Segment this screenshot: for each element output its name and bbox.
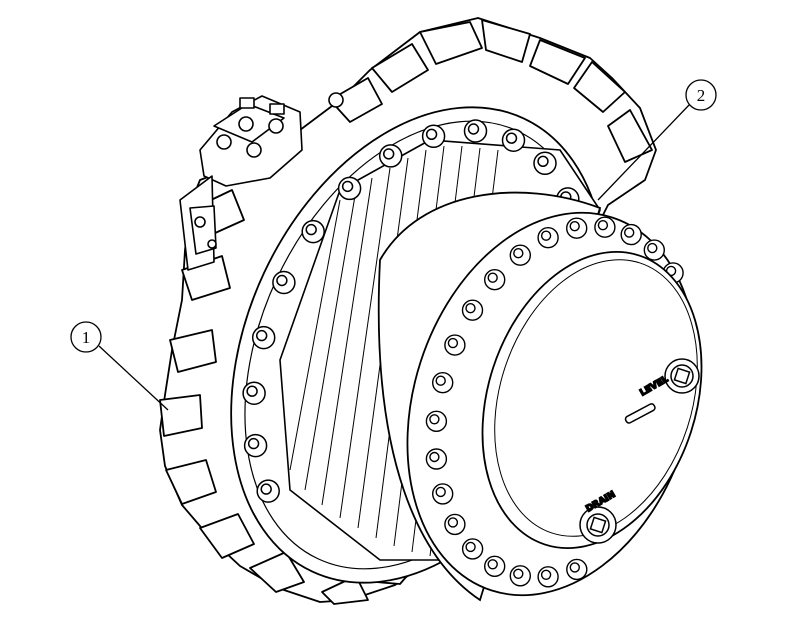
bolt-head-highlight — [277, 276, 287, 286]
bolt-head — [445, 335, 465, 355]
bolt-head — [339, 177, 361, 199]
bolt-head-highlight — [648, 244, 657, 253]
bolt-head — [485, 270, 505, 290]
bolt-head-highlight — [261, 484, 271, 494]
valve-bolt — [217, 135, 231, 149]
bolt-head-highlight — [430, 415, 439, 424]
bolt-head-highlight — [436, 376, 445, 385]
callout-number: 2 — [697, 86, 706, 105]
sprocket-tooth — [250, 552, 304, 592]
bolt-head-highlight — [247, 386, 257, 396]
valve-bolt — [329, 93, 343, 107]
bolt-head — [538, 567, 558, 587]
cover-bolts — [426, 217, 683, 587]
bolt-head-highlight — [249, 439, 259, 449]
bolt-head-highlight — [427, 129, 437, 139]
bolt-head — [485, 556, 505, 576]
bolt-head-highlight — [507, 133, 517, 143]
bolt-head-highlight — [514, 569, 523, 578]
fitting-hole — [195, 217, 205, 227]
sprocket-tooth — [330, 78, 382, 122]
bolt-head — [567, 218, 587, 238]
end-cover — [446, 223, 738, 576]
sprocket-tooth — [166, 460, 216, 504]
valve-bolt — [239, 117, 253, 131]
bolt-head-highlight — [570, 222, 579, 231]
sprocket-tooth — [160, 395, 202, 436]
leader-line — [99, 346, 168, 410]
bolt-head — [257, 480, 279, 502]
port-fitting — [240, 98, 254, 108]
sprocket-tooth — [574, 62, 625, 112]
bolt-head — [423, 125, 445, 147]
bolt-head — [445, 514, 465, 534]
callout-circle — [686, 80, 716, 110]
bolt-head-highlight — [542, 570, 551, 579]
callout-number: 1 — [82, 328, 91, 347]
bolt-head — [433, 373, 453, 393]
callout-circle — [71, 322, 101, 352]
bolt-head-highlight — [570, 563, 579, 572]
bolt-head-highlight — [514, 249, 523, 258]
bolt-head — [595, 217, 615, 237]
valve-bolt — [247, 143, 261, 157]
port-fitting — [270, 104, 284, 114]
bolt-head-highlight — [466, 542, 475, 551]
bolt-head-highlight — [306, 225, 316, 235]
bolt-head-highlight — [466, 304, 475, 313]
bolt-head-highlight — [257, 331, 267, 341]
bolt-head — [510, 245, 530, 265]
callout-2: 2 — [598, 80, 716, 200]
sprocket-tooth — [372, 44, 428, 92]
sprocket-tooth — [420, 22, 482, 64]
bolt-head-highlight — [436, 487, 445, 496]
motor-valve-block — [180, 93, 343, 270]
bolt-head-highlight — [598, 221, 607, 230]
bolt-head — [243, 382, 265, 404]
bolt-head — [465, 120, 487, 142]
bolt-head-highlight — [430, 453, 439, 462]
bolt-head — [426, 449, 446, 469]
sprocket-tooth — [170, 330, 216, 372]
bolt-head-highlight — [488, 560, 497, 569]
bolt-head — [302, 221, 324, 243]
bolt-head-highlight — [488, 273, 497, 282]
leader-line — [598, 104, 690, 200]
bolt-head — [273, 272, 295, 294]
sprocket-tooth — [200, 514, 254, 558]
bolt-head — [426, 411, 446, 431]
bolt-head — [644, 240, 664, 260]
bolt-head-highlight — [343, 181, 353, 191]
bolt-head — [380, 145, 402, 167]
bolt-head-highlight — [384, 149, 394, 159]
bolt-head — [253, 327, 275, 349]
bolt-head — [567, 559, 587, 579]
bolt-head-highlight — [448, 518, 457, 527]
callout-1: 1 — [71, 322, 168, 410]
fitting-hole — [208, 240, 216, 248]
bolt-head-highlight — [542, 231, 551, 240]
sprocket-tooth — [530, 40, 585, 84]
sprocket-tooth — [482, 20, 530, 62]
bolt-head-highlight — [625, 228, 634, 237]
bolt-head — [503, 129, 525, 151]
bolt-head-highlight — [469, 124, 479, 134]
bolt-head — [463, 300, 483, 320]
bolt-head — [621, 225, 641, 245]
bolt-head — [510, 566, 530, 586]
bolt-head-highlight — [448, 339, 457, 348]
bolt-head — [534, 152, 556, 174]
valve-bolt — [269, 119, 283, 133]
sprocket-tooth — [608, 110, 652, 162]
bolt-head — [433, 484, 453, 504]
bolt-head — [538, 228, 558, 248]
bolt-head — [245, 435, 267, 457]
bolt-head — [463, 539, 483, 559]
bolt-head-highlight — [538, 156, 548, 166]
